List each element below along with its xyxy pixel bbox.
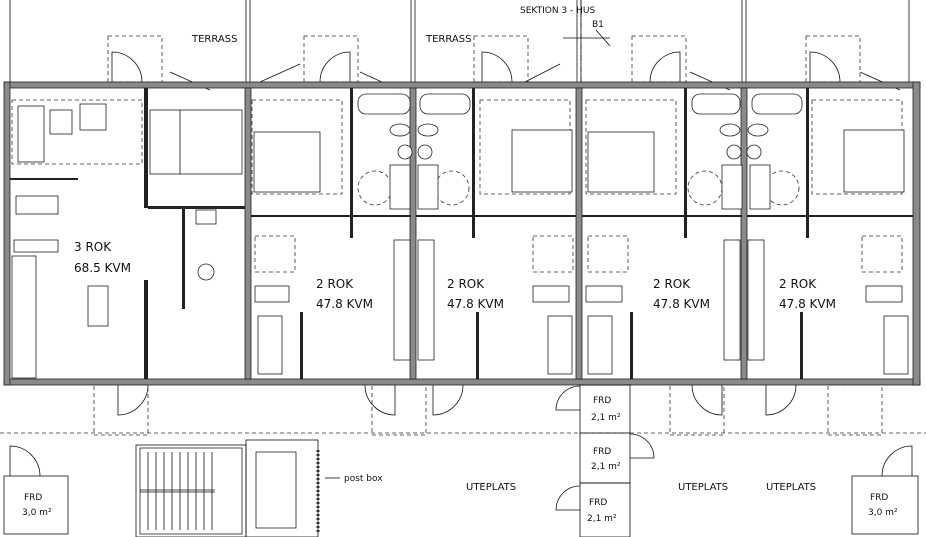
storage-label-5: FRD 3,0 m² [868, 493, 898, 518]
ground-zone [0, 384, 926, 537]
apartment-area: 47.8 KVM [447, 297, 504, 311]
apartment-area: 47.8 KVM [653, 297, 710, 311]
storage-area: 2,1 m² [587, 514, 617, 524]
storage-name: FRD [593, 447, 611, 457]
terrace-zone [9, 0, 910, 91]
kitchens [11, 99, 909, 379]
apartment-label-1: 3 ROK 68.5 KVM [74, 240, 131, 275]
terrace-label-left: TERRASS [191, 34, 237, 45]
apartment-rooms: 2 ROK [316, 277, 354, 291]
apartment-area: 68.5 KVM [74, 261, 131, 275]
bathrooms [195, 93, 803, 281]
apartment-label-2: 2 ROK 47.8 KVM [316, 277, 373, 311]
storage-label-4: FRD 2,1 m² [587, 498, 617, 524]
apartment-area: 47.8 KVM [779, 297, 836, 311]
apartment-area: 47.8 KVM [316, 297, 373, 311]
storage-label-1: FRD 3,0 m² [22, 493, 52, 518]
terrace-label-right: TERRASS [425, 34, 471, 45]
storage-name: FRD [589, 498, 607, 508]
apartment-rooms: 2 ROK [447, 277, 485, 291]
post-box-label: post box [344, 474, 383, 484]
section-marker: B1 [592, 20, 604, 30]
storage-area: 3,0 m² [868, 508, 898, 518]
storage-name: FRD [870, 493, 888, 503]
storage-label-2: FRD 2,1 m² [591, 396, 621, 423]
storage-area: 2,1 m² [591, 413, 621, 423]
apartment-label-3: 2 ROK 47.8 KVM [447, 277, 504, 311]
storage-label-3: FRD 2,1 m² [591, 447, 621, 472]
storage-area: 3,0 m² [22, 508, 52, 518]
staircase [140, 452, 215, 530]
apartment-rooms: 2 ROK [653, 277, 691, 291]
apartment-rooms: 2 ROK [779, 277, 817, 291]
uteplats-label-2: UTEPLATS [678, 482, 728, 493]
uteplats-label-3: UTEPLATS [766, 482, 816, 493]
storage-area: 2,1 m² [591, 462, 621, 472]
storage-name: FRD [24, 493, 42, 503]
section-cut-arrow [563, 0, 611, 95]
building-walls [3, 81, 921, 386]
beds [149, 99, 905, 195]
apartment-rooms: 3 ROK [74, 240, 112, 254]
storage-name: FRD [593, 396, 611, 406]
uteplats-label-1: UTEPLATS [466, 482, 516, 493]
apartment-label-4: 2 ROK 47.8 KVM [653, 277, 710, 311]
apartment-label-5: 2 ROK 47.8 KVM [779, 277, 836, 311]
section-label: SEKTION 3 - HUS [520, 6, 595, 16]
